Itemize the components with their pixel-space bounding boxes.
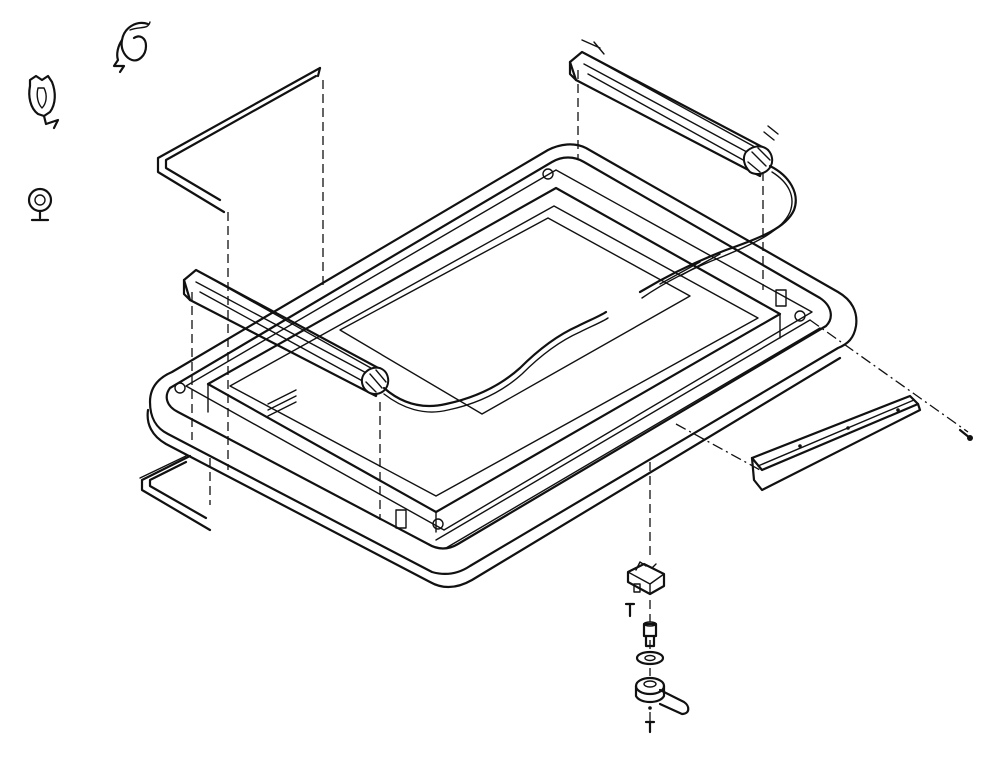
cable-left (382, 310, 609, 413)
gasket-strip-lower (139, 454, 212, 532)
washer (635, 650, 665, 666)
trim-screw (958, 428, 973, 441)
latch-screw (624, 602, 636, 618)
hinge-bar-right (568, 39, 779, 178)
crank-handle (634, 676, 690, 716)
spindle (642, 621, 658, 648)
handle-screw (644, 706, 656, 734)
assembly-guides (191, 70, 969, 722)
seal-profile-icon-c (27, 187, 53, 222)
frame (146, 143, 858, 589)
seal-profile-icon-a (112, 21, 151, 74)
hinge-bar-left (182, 268, 390, 398)
gasket-strip-upper (156, 66, 322, 214)
cable-right (638, 164, 797, 299)
trim-rail (750, 394, 922, 492)
latch-block (626, 561, 666, 596)
seal-profile-icon-b (28, 74, 60, 130)
